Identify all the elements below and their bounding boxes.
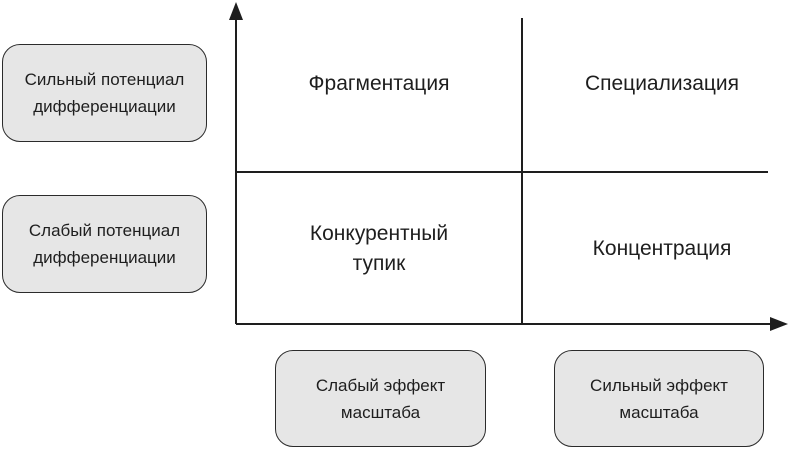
quadrant-deadlock-line1: Конкурентный (309, 222, 449, 245)
y-label-high-line2: дифференциации (33, 97, 176, 116)
y-label-high-differentiation: Сильный потенциал дифференциации (2, 44, 207, 142)
quadrant-specialization: Специализация (524, 20, 790, 148)
quadrant-concentration: Концентрация (524, 176, 790, 322)
quadrant-fragmentation-label: Фрагментация (308, 72, 450, 95)
quadrant-specialization-label: Специализация (584, 72, 740, 95)
x-axis-arrow-icon (770, 317, 788, 331)
x-label-strong-line2: масштаба (619, 402, 699, 422)
x-label-weak-line1: Слабый эффект (315, 375, 446, 395)
quadrant-competitive-deadlock: Конкурентный тупик (238, 176, 520, 322)
y-label-high-line1: Сильный потенциал (24, 70, 185, 89)
quadrant-deadlock-line2: тупик (352, 252, 406, 275)
y-label-low-line2: дифференциации (33, 248, 176, 267)
x-label-weak-scale: Слабый эффект масштаба (275, 350, 486, 447)
y-axis-arrow-icon (229, 2, 243, 20)
x-label-strong-scale: Сильный эффект масштаба (554, 350, 764, 447)
x-label-strong-line1: Сильный эффект (590, 375, 728, 395)
quadrant-concentration-label: Концентрация (592, 237, 732, 260)
x-label-weak-line2: масштаба (340, 402, 421, 422)
quadrant-fragmentation: Фрагментация (238, 20, 520, 148)
y-label-low-differentiation: Слабый потенциал дифференциации (2, 195, 207, 293)
y-label-low-line1: Слабый потенциал (28, 221, 181, 240)
